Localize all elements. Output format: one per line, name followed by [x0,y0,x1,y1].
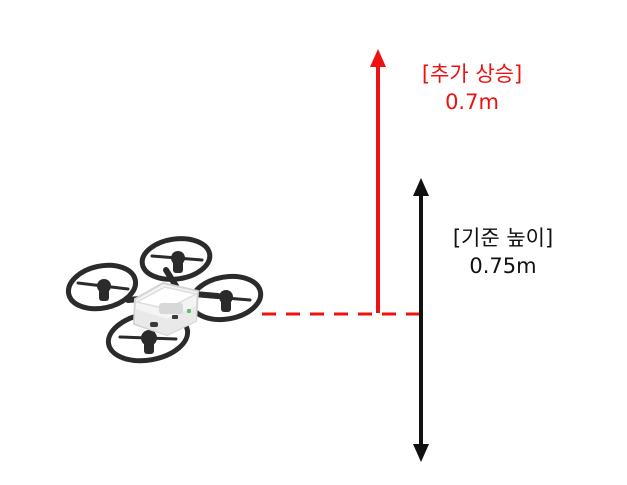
base-height-arrow [413,178,429,462]
base-height-label: [기준 높이] 0.75m [423,224,583,280]
extra-rise-arrow [370,49,386,313]
extra-rise-value: 0.7m [445,90,499,114]
base-height-value: 0.75m [469,254,537,278]
extra-rise-title: [추가 상승] [421,62,523,86]
drone-icon [65,236,264,364]
extra-rise-label: [추가 상승] 0.7m [392,60,552,116]
base-height-title: [기준 높이] [452,226,554,250]
